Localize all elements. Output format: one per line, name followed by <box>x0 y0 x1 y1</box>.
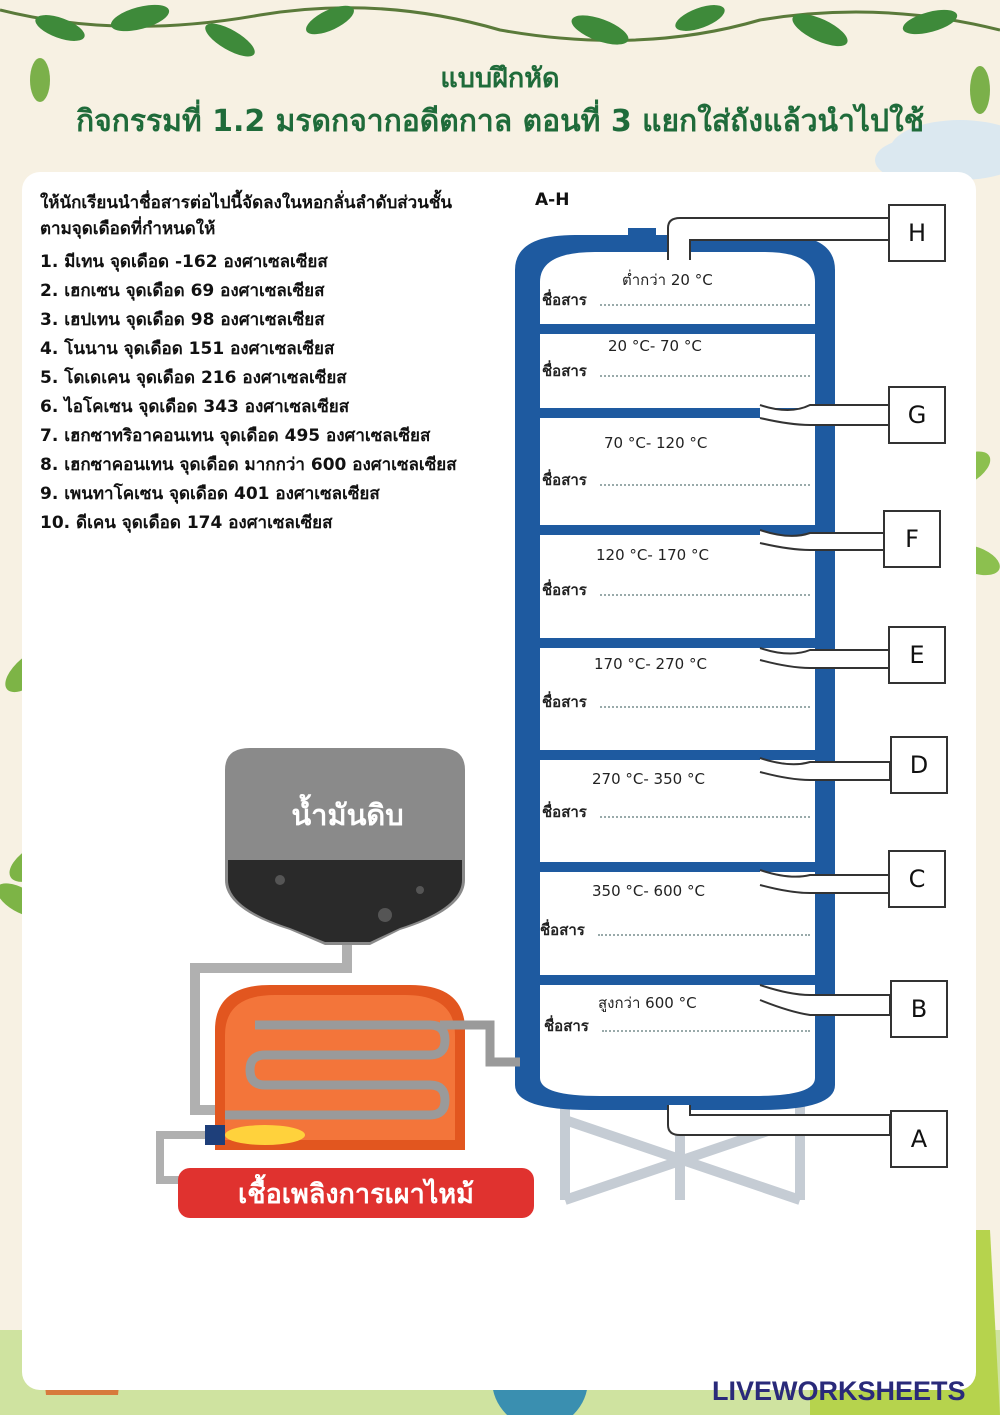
tower-trays <box>515 324 835 985</box>
feed-pipe <box>190 945 352 1115</box>
brand-logo: LIVEWORKSHEETS <box>712 1376 966 1406</box>
answer-box-b[interactable]: B <box>890 980 948 1038</box>
list-item: 10. ดีเคน จุดเดือด 174 องศาเซลเซียส <box>40 513 333 533</box>
crude-oil-tank <box>225 748 465 945</box>
substance-name-label-g: ชื่อสาร <box>542 362 587 380</box>
list-item: 9. เพนทาโคเซน จุดเดือด 401 องศาเซลเซียส <box>40 484 380 504</box>
answer-box-c[interactable]: C <box>888 850 946 908</box>
answer-line-b[interactable] <box>598 934 810 936</box>
substance-list: 1. มีเทน จุดเดือด -162 องศาเซลเซียส 2. เ… <box>40 248 457 538</box>
instruction-range: A-H <box>535 190 570 210</box>
answer-line-d[interactable] <box>600 706 810 708</box>
list-item: 8. เฮกซาคอนเทน จุดเดือด มากกว่า 600 องศา… <box>40 455 457 475</box>
substance-name-label-h: ชื่อสาร <box>542 291 587 309</box>
fuel-label: เชื้อเพลิงการเผาไหม้ <box>178 1168 534 1218</box>
answer-box-g[interactable]: G <box>888 386 946 444</box>
answer-line-f[interactable] <box>600 484 810 486</box>
list-item: 6. ไอโคเซน จุดเดือด 343 องศาเซลเซียส <box>40 397 350 417</box>
temp-range-h: ต่ำกว่า 20 °C <box>622 271 713 289</box>
answer-line-h[interactable] <box>600 304 810 306</box>
temp-range-b: 350 °C- 600 °C <box>592 882 705 900</box>
instruction-line-2: ตามจุดเดือดที่กำหนดให้ <box>40 219 216 239</box>
instruction-line-1: ให้นักเรียนนำชื่อสารต่อไปนี้จัดลงในหอกลั… <box>40 193 453 213</box>
list-item: 7. เฮกซาทริอาคอนเทน จุดเดือด 495 องศาเซล… <box>40 426 431 446</box>
list-item: 2. เฮกเซน จุดเดือด 69 องศาเซลเซียส <box>40 281 325 301</box>
answer-box-f[interactable]: F <box>883 510 941 568</box>
temp-range-c: 270 °C- 350 °C <box>592 770 705 788</box>
answer-line-e[interactable] <box>600 594 810 596</box>
crude-oil-label: น้ำมันดิบ <box>291 798 404 832</box>
answer-box-h[interactable]: H <box>888 204 946 262</box>
temp-range-a: สูงกว่า 600 °C <box>598 994 697 1012</box>
list-item: 3. เฮปเทน จุดเดือด 98 องศาเซลเซียส <box>40 310 325 330</box>
outlet-pipes <box>667 404 891 1136</box>
furnace <box>156 985 520 1184</box>
substance-name-label-e: ชื่อสาร <box>542 581 587 599</box>
cloud-decor <box>875 120 1000 182</box>
substance-name-label-f: ชื่อสาร <box>542 471 587 489</box>
list-item: 1. มีเทน จุดเดือด -162 องศาเซลเซียส <box>40 252 328 272</box>
answer-line-a[interactable] <box>602 1030 810 1032</box>
vine-decor-top <box>0 4 1000 114</box>
substance-name-label-b: ชื่อสาร <box>540 921 585 939</box>
tower-interior <box>540 252 815 1096</box>
activity-title: กิจกรรมที่ 1.2 มรดกจากอดีตกาล ตอนที่ 3 แ… <box>75 104 925 139</box>
answer-line-c[interactable] <box>600 816 810 818</box>
temp-range-f: 70 °C- 120 °C <box>604 434 708 452</box>
answer-box-e[interactable]: E <box>888 626 946 684</box>
answer-box-d[interactable]: D <box>890 736 948 794</box>
answer-box-a[interactable]: A <box>890 1110 948 1168</box>
answer-line-g[interactable] <box>600 375 810 377</box>
substance-name-label-c: ชื่อสาร <box>542 803 587 821</box>
temp-range-e: 120 °C- 170 °C <box>596 546 709 564</box>
temp-range-d: 170 °C- 270 °C <box>594 655 707 673</box>
substance-name-label-a: ชื่อสาร <box>544 1017 589 1035</box>
list-item: 4. โนนาน จุดเดือด 151 องศาเซลเซียส <box>40 339 335 359</box>
worksheet-heading: แบบฝึกหัด <box>440 63 560 94</box>
temp-range-g: 20 °C- 70 °C <box>608 337 702 355</box>
list-item: 5. โดเดเคน จุดเดือด 216 องศาเซลเซียส <box>40 368 347 388</box>
substance-name-label-d: ชื่อสาร <box>542 693 587 711</box>
instructions: ให้นักเรียนนำชื่อสารต่อไปนี้จัดลงในหอกลั… <box>40 190 452 242</box>
